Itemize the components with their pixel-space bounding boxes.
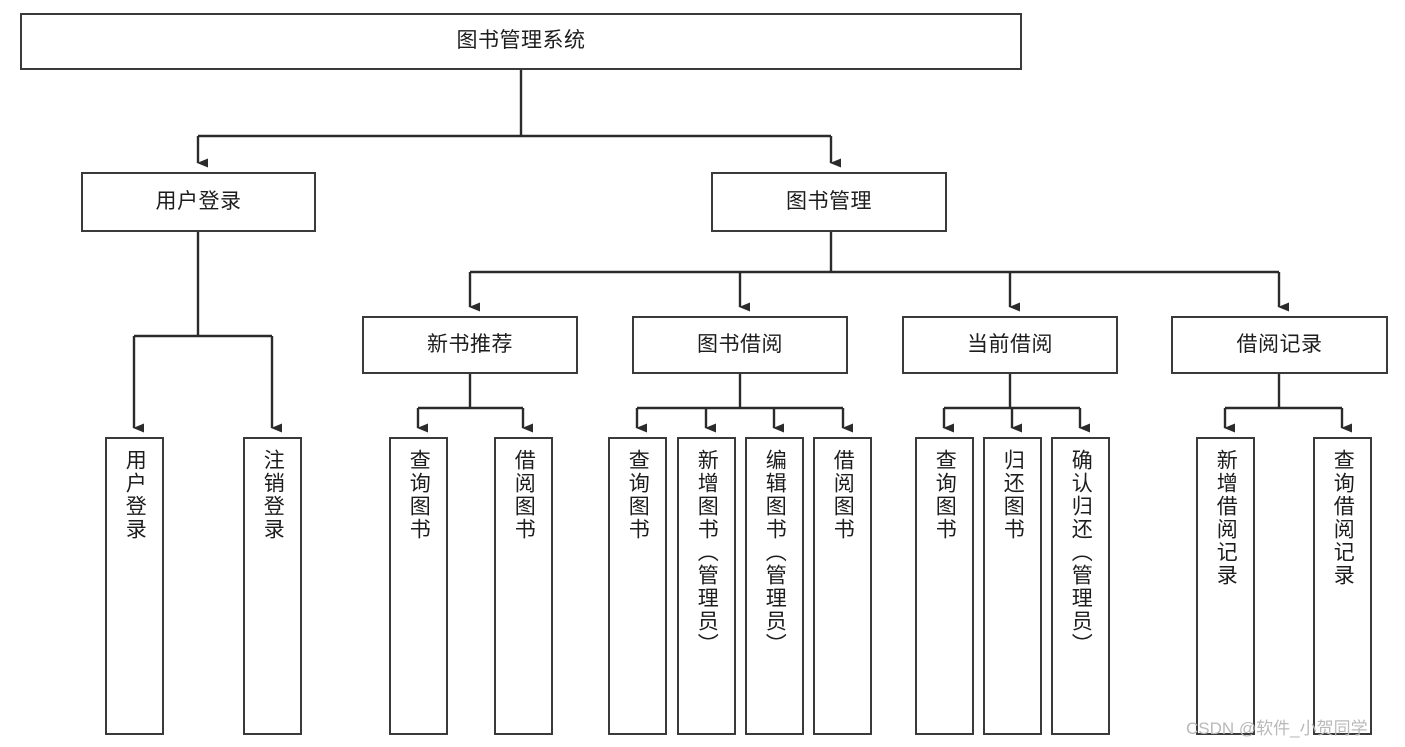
node-leaf-add-record[interactable]: 新增借阅记录 — [1196, 437, 1255, 735]
node-leaf-add-book-label: 新增图书（管理员） — [695, 449, 719, 656]
node-user-login-label: 用户登录 — [155, 189, 242, 213]
node-leaf-logout-login[interactable]: 注销登录 — [243, 437, 302, 735]
node-leaf-query-book-3[interactable]: 查询图书 — [915, 437, 974, 735]
node-leaf-query-book-1[interactable]: 查询图书 — [389, 437, 448, 735]
node-leaf-query-record-label: 查询借阅记录 — [1331, 449, 1355, 587]
node-leaf-return-book[interactable]: 归还图书 — [983, 437, 1042, 735]
node-leaf-borrow-book-2[interactable]: 借阅图书 — [813, 437, 872, 735]
node-book-management[interactable]: 图书管理 — [711, 172, 947, 232]
node-leaf-confirm-return-label: 确认归还（管理员） — [1069, 449, 1093, 656]
node-leaf-borrow-book-1-label: 借阅图书 — [512, 449, 536, 541]
node-leaf-query-book-2-label: 查询图书 — [626, 449, 650, 541]
node-leaf-borrow-book-2-label: 借阅图书 — [831, 449, 855, 541]
csdn-watermark: CSDN @软件_小贺同学 — [1186, 719, 1368, 738]
node-borrow-record[interactable]: 借阅记录 — [1171, 316, 1388, 374]
node-new-book-recommend[interactable]: 新书推荐 — [362, 316, 578, 374]
node-book-borrow-label: 图书借阅 — [697, 332, 783, 356]
node-leaf-borrow-book-1[interactable]: 借阅图书 — [494, 437, 553, 735]
node-new-book-recommend-label: 新书推荐 — [427, 332, 513, 356]
node-leaf-query-book-3-label: 查询图书 — [933, 449, 957, 541]
node-leaf-return-book-label: 归还图书 — [1001, 449, 1025, 541]
node-leaf-edit-book[interactable]: 编辑图书（管理员） — [745, 437, 804, 735]
node-leaf-logout-login-label: 注销登录 — [261, 449, 285, 541]
node-leaf-query-book-2[interactable]: 查询图书 — [608, 437, 667, 735]
node-leaf-user-login-label: 用户登录 — [123, 449, 147, 541]
node-leaf-query-record[interactable]: 查询借阅记录 — [1313, 437, 1372, 735]
node-root-label: 图书管理系统 — [456, 29, 586, 53]
node-leaf-confirm-return[interactable]: 确认归还（管理员） — [1051, 437, 1110, 735]
node-leaf-add-book[interactable]: 新增图书（管理员） — [677, 437, 736, 735]
node-user-login[interactable]: 用户登录 — [81, 172, 316, 232]
node-current-borrow[interactable]: 当前借阅 — [902, 316, 1118, 374]
node-leaf-user-login[interactable]: 用户登录 — [105, 437, 164, 735]
node-leaf-query-book-1-label: 查询图书 — [407, 449, 431, 541]
node-leaf-add-record-label: 新增借阅记录 — [1214, 449, 1238, 587]
node-borrow-record-label: 借阅记录 — [1236, 332, 1323, 356]
node-current-borrow-label: 当前借阅 — [967, 332, 1053, 356]
node-book-borrow[interactable]: 图书借阅 — [632, 316, 848, 374]
node-leaf-edit-book-label: 编辑图书（管理员） — [763, 449, 787, 656]
node-book-management-label: 图书管理 — [786, 189, 872, 213]
node-root[interactable]: 图书管理系统 — [20, 13, 1022, 70]
